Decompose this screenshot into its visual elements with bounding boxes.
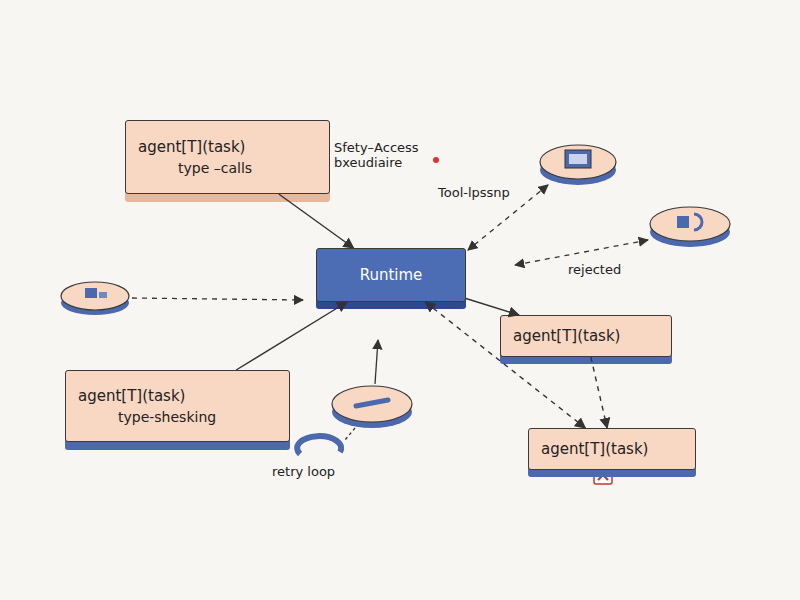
dashed-arrow xyxy=(132,298,303,300)
alert-dot xyxy=(433,157,439,163)
node-title: agent[T](task) xyxy=(541,440,648,458)
annotation-label: rejected xyxy=(568,262,668,277)
connector-arrow xyxy=(466,298,519,315)
connector-arrow xyxy=(425,302,585,428)
agent-box: agent[T](task) xyxy=(528,428,696,470)
node-title: agent[T](task) xyxy=(78,387,185,405)
node-title: agent[T](task) xyxy=(513,327,620,345)
annotation-label: Sfety–Access bxeudiaire xyxy=(334,140,438,170)
tool-disc xyxy=(650,207,730,247)
runtime-box: Runtime xyxy=(316,248,466,302)
annotation-label: Tool-lpssnp xyxy=(438,185,558,200)
tool-disc xyxy=(540,145,616,185)
node-note: type –calls xyxy=(138,160,252,176)
solid-arrow xyxy=(375,340,378,384)
tool-disc xyxy=(61,282,129,315)
dashed-arrow xyxy=(515,240,648,265)
connector-arrow xyxy=(236,302,347,370)
connector-arrow xyxy=(279,194,354,248)
agent-box: agent[T](task) type-shesking xyxy=(65,370,290,442)
node-title: agent[T](task) xyxy=(138,138,245,156)
agent-box: agent[T](task) xyxy=(500,315,672,357)
node-note: type-shesking xyxy=(78,409,216,425)
retry-loop-symbol xyxy=(297,436,341,454)
agent-box: agent[T](task) type –calls xyxy=(125,120,330,194)
connector-arrow xyxy=(591,357,607,428)
retry-disc xyxy=(332,386,412,428)
node-title: Runtime xyxy=(360,266,423,284)
leader-line xyxy=(345,428,355,440)
annotation-label: retry loop xyxy=(272,464,372,479)
